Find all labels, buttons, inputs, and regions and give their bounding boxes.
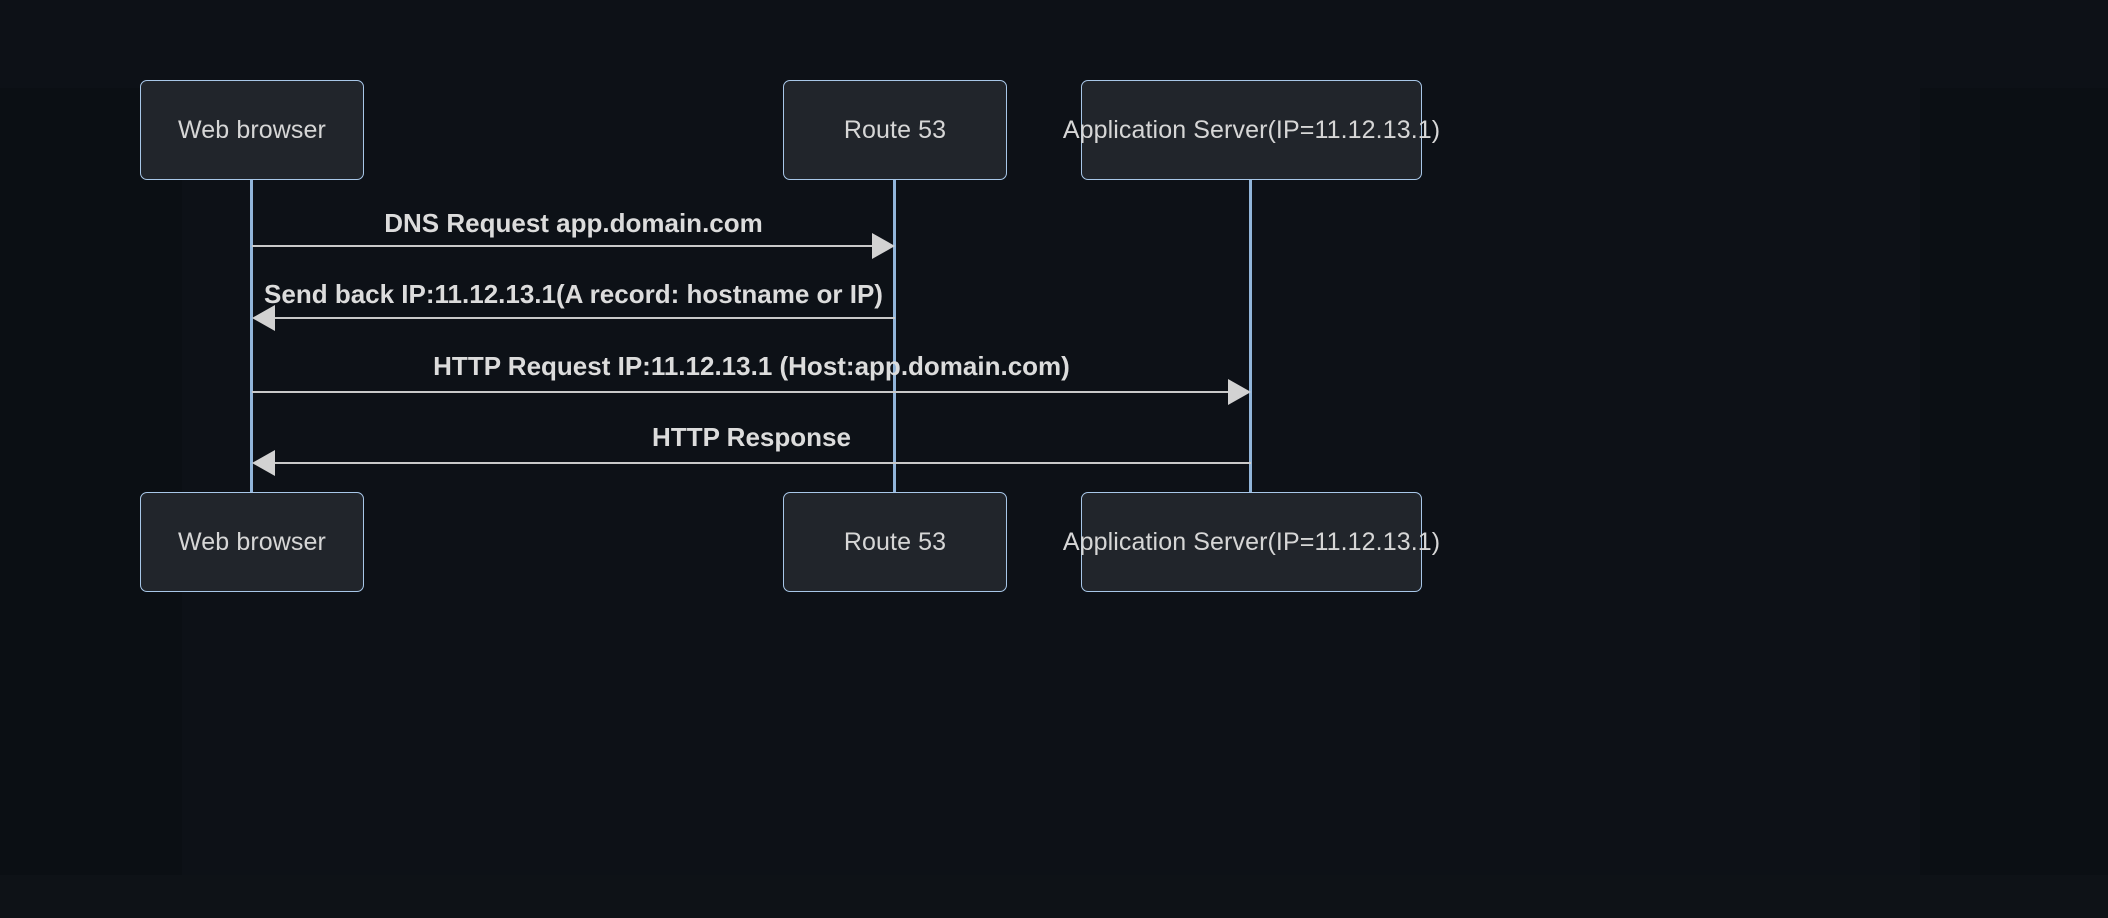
- message-line-dns-request: [252, 245, 872, 248]
- message-label-dns-request: DNS Request app.domain.com: [384, 208, 763, 238]
- arrowhead-http-request: [1228, 379, 1251, 405]
- participant-box-route-53-bottom[interactable]: Route 53: [783, 492, 1007, 592]
- participant-box-application-server-top[interactable]: Application Server(IP=11.12.13.1): [1063, 80, 1440, 180]
- participant-box-route-53-top[interactable]: Route 53: [783, 80, 1007, 180]
- participant-label-application-server-bottom: Application Server(IP=11.12.13.1): [1062, 527, 1441, 556]
- participant-box-web-browser-top[interactable]: Web browser: [140, 80, 364, 180]
- message-label-http-request: HTTP Request IP:11.12.13.1 (Host:app.dom…: [433, 351, 1070, 381]
- message-line-http-request: [252, 391, 1228, 394]
- participant-label-web-browser-bottom: Web browser: [178, 527, 326, 556]
- lifeline-route-53: [893, 180, 896, 492]
- message-line-http-response: [275, 462, 1251, 465]
- arrowhead-http-response: [252, 450, 275, 476]
- arrowhead-dns-request: [872, 233, 895, 259]
- lifeline-application-server: [1249, 180, 1252, 492]
- participant-label-route-53-top: Route 53: [843, 115, 947, 144]
- lifeline-web-browser: [250, 180, 253, 492]
- arrowhead-send-back-ip: [252, 305, 275, 331]
- message-label-send-back-ip: Send back IP:11.12.13.1(A record: hostna…: [264, 279, 883, 309]
- message-line-send-back-ip: [275, 317, 895, 320]
- participant-label-web-browser-top: Web browser: [178, 115, 326, 144]
- participant-box-application-server-bottom[interactable]: Application Server(IP=11.12.13.1): [1063, 492, 1440, 592]
- message-label-http-response: HTTP Response: [652, 422, 851, 452]
- participant-box-web-browser-bottom[interactable]: Web browser: [140, 492, 364, 592]
- participant-label-route-53-bottom: Route 53: [843, 527, 947, 556]
- participant-label-application-server-top: Application Server(IP=11.12.13.1): [1062, 115, 1441, 144]
